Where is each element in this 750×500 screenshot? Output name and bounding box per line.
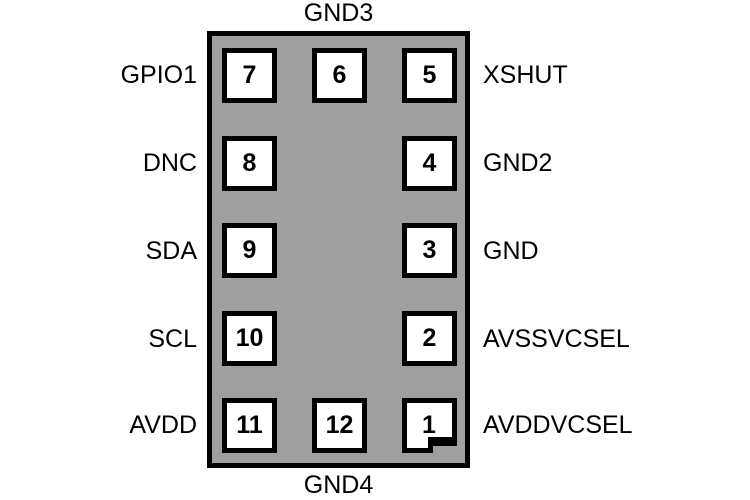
net-label-avddvcsel: AVDDVCSEL: [483, 411, 633, 439]
pin-pad-10: 10: [222, 311, 277, 366]
bottom-net-label: GND4: [303, 471, 374, 499]
net-label-dnc: DNC: [142, 149, 197, 177]
pin-pad-2: 2: [402, 311, 457, 366]
net-label-avssvcsel: AVSSVCSEL: [483, 325, 630, 353]
pin-number-5: 5: [422, 61, 437, 89]
pin-pad-5: 5: [402, 48, 457, 103]
pin1-pad-face: [407, 403, 452, 448]
net-label-gnd2: GND2: [483, 149, 553, 177]
pin-pad-8: 8: [222, 136, 277, 191]
pin-pad-9: 9: [222, 223, 277, 278]
pin-number-4: 4: [422, 149, 437, 177]
pin-number-11: 11: [236, 411, 263, 439]
pin-pad-7: 7: [222, 48, 277, 103]
net-label-scl: SCL: [148, 325, 197, 353]
pin-number-10: 10: [235, 324, 264, 352]
pin-pad-3: 3: [402, 223, 457, 278]
pin-pad-4: 4: [402, 136, 457, 191]
net-label-gpio1: GPIO1: [120, 61, 197, 89]
pin-pad-12: 12: [312, 398, 367, 453]
pin-number-9: 9: [242, 236, 257, 264]
pin-pad-6: 6: [312, 48, 367, 103]
pin-number-12: 12: [325, 411, 354, 439]
pin-number-7: 7: [242, 61, 257, 89]
pin-number-6: 6: [332, 61, 347, 89]
pin-number-2: 2: [422, 324, 437, 352]
net-label-gnd: GND: [483, 237, 539, 265]
pin-number-8: 8: [242, 149, 257, 177]
net-label-xshut: XSHUT: [483, 61, 568, 89]
net-label-sda: SDA: [145, 237, 197, 265]
pin-number-1: 1: [422, 411, 436, 439]
pin-pad-1: 1: [402, 398, 457, 453]
top-net-label: GND3: [303, 0, 374, 27]
pin-number-3: 3: [422, 236, 437, 264]
pin-pad-11: 11: [222, 398, 277, 453]
net-label-avdd: AVDD: [129, 411, 197, 439]
